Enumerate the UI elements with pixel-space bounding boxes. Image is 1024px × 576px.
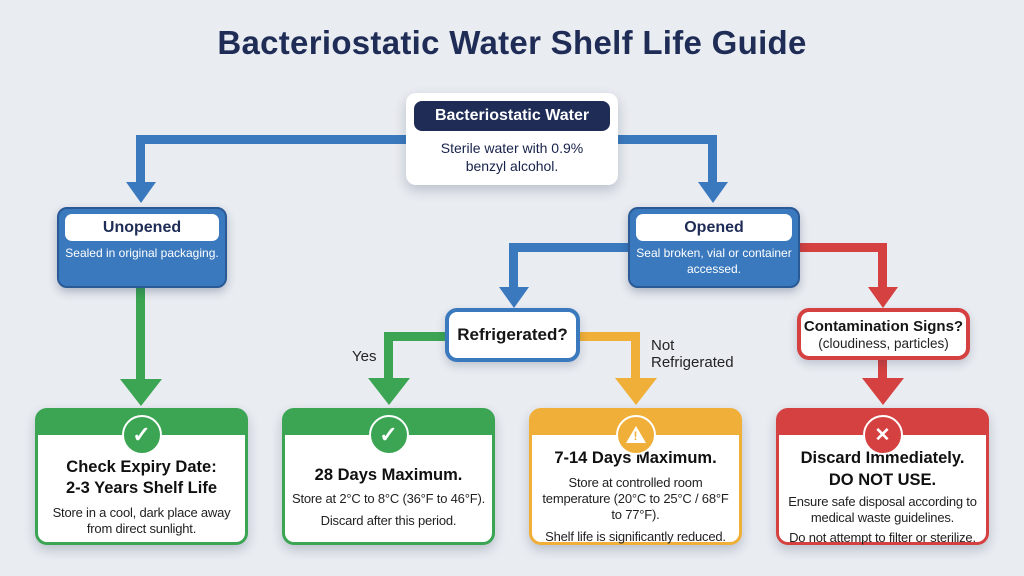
node-unopened: Unopened Sealed in original packaging. <box>57 207 227 288</box>
outcome-7-14-days: ! 7-14 Days Maximum. Store at controlled… <box>529 408 742 545</box>
root-node: Bacteriostatic Water Sterile water with … <box>406 93 618 185</box>
root-node-description: Sterile water with 0.9% benzyl alcohol. <box>440 140 584 175</box>
edge-opened-to-refrigerated-horizontal <box>509 243 628 252</box>
decision-contamination-sublabel: (cloudiness, particles) <box>818 335 949 351</box>
edge-label-not-refrigerated: Not Refrigerated <box>651 337 734 372</box>
outcome-28-days: ✓ 28 Days Maximum. Store at 2°C to 8°C (… <box>282 408 495 545</box>
arrowhead-to-refrigerated <box>499 287 529 308</box>
outcome-body-line: Store at 2°C to 8°C (36°F to 46°F). <box>292 490 485 506</box>
decision-refrigerated-label: Refrigerated? <box>457 325 568 344</box>
arrowhead-not-refrigerated <box>615 378 657 405</box>
outcome-content: 28 Days Maximum. Store at 2°C to 8°C (36… <box>292 455 485 539</box>
outcome-title-line: 7-14 Days Maximum. <box>554 449 717 468</box>
outcome-discard: ✕ Discard Immediately. DO NOT USE. Ensur… <box>776 408 989 545</box>
check-glyph: ✓ <box>379 422 398 447</box>
root-node-label: Bacteriostatic Water <box>414 101 610 131</box>
edge-root-to-unopened-horizontal <box>136 135 406 144</box>
arrowhead-to-expiry <box>120 379 162 406</box>
edge-root-to-opened-vertical <box>708 135 717 182</box>
outcome-title-line: 28 Days Maximum. <box>314 465 463 484</box>
outcome-body-line: Ensure safe disposal according to medica… <box>788 494 977 526</box>
node-unopened-description: Sealed in original packaging. <box>65 246 219 260</box>
arrowhead-to-unopened <box>126 182 156 203</box>
outcome-body-line: Shelf life is significantly reduced. <box>545 529 726 545</box>
x-icon: ✕ <box>862 415 903 455</box>
edge-not-refrigerated-vertical <box>631 332 640 379</box>
outcome-title-line: DO NOT USE. <box>828 470 937 489</box>
node-unopened-label: Unopened <box>65 214 219 241</box>
outcome-title-line: Discard Immediately. <box>800 449 965 468</box>
outcome-title-line: Check Expiry Date: <box>66 457 217 476</box>
edge-opened-to-contamination-horizontal <box>800 243 887 252</box>
arrowhead-yes <box>368 378 410 405</box>
edge-yes-horizontal <box>384 332 445 341</box>
edge-unopened-to-expiry <box>136 287 145 381</box>
outcome-content: Discard Immediately. DO NOT USE. Ensure … <box>786 449 979 544</box>
check-icon: ✓ <box>368 415 409 455</box>
outcome-check-expiry: ✓ Check Expiry Date: 2-3 Years Shelf Lif… <box>35 408 248 545</box>
node-opened-description: Seal broken, vial or container accessed. <box>636 246 792 276</box>
outcome-body-line: Discard after this period. <box>320 513 457 529</box>
check-glyph: ✓ <box>132 422 151 447</box>
decision-contamination: Contamination Signs? (cloudiness, partic… <box>797 308 970 360</box>
outcome-content: Check Expiry Date: 2-3 Years Shelf Life … <box>45 455 238 539</box>
arrowhead-to-opened <box>698 182 728 203</box>
decision-contamination-label: Contamination Signs? <box>803 317 964 335</box>
node-opened-label: Opened <box>636 214 792 241</box>
outcome-body-line: Store at controlled room temperature (20… <box>542 474 729 523</box>
outcome-body-line: Do not attempt to filter or sterilize. <box>789 529 976 545</box>
edge-root-to-opened-horizontal <box>618 135 717 144</box>
check-icon: ✓ <box>121 415 162 455</box>
outcome-body-line: Store in a cool, dark place away from di… <box>52 504 231 536</box>
edge-not-refrigerated-horizontal <box>580 332 640 341</box>
outcome-content: 7-14 Days Maximum. Store at controlled r… <box>539 449 732 544</box>
x-glyph: ✕ <box>874 424 891 446</box>
page-title: Bacteriostatic Water Shelf Life Guide <box>217 24 807 61</box>
edge-root-to-unopened-vertical <box>136 135 145 182</box>
node-opened: Opened Seal broken, vial or container ac… <box>628 207 800 288</box>
edge-contamination-to-discard <box>878 360 887 381</box>
edge-opened-to-refrigerated-vertical <box>509 243 518 288</box>
warning-triangle <box>625 425 646 443</box>
warning-icon: ! <box>615 415 656 455</box>
warning-exclamation: ! <box>633 429 638 443</box>
edge-label-yes: Yes <box>352 348 377 365</box>
edge-opened-to-contamination-vertical <box>878 243 887 288</box>
outcome-title-line: 2-3 Years Shelf Life <box>65 479 218 498</box>
arrowhead-to-contamination <box>868 287 898 308</box>
edge-yes-vertical <box>384 332 393 379</box>
arrowhead-to-discard <box>862 378 904 405</box>
decision-refrigerated: Refrigerated? <box>445 308 580 362</box>
